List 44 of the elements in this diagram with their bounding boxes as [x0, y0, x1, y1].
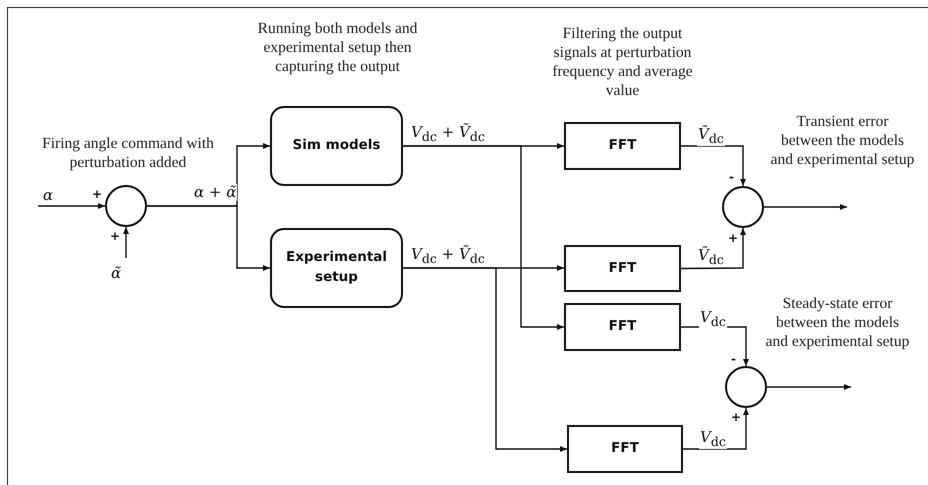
annotation-text: Transient error between the models and experimental setup	[770, 113, 915, 170]
signal-arrow	[147, 205, 270, 271]
sign-mark: +	[731, 411, 742, 423]
signal-arrow	[38, 203, 105, 209]
annotation-text: Firing angle command with perturbation added	[41, 135, 215, 173]
process-block	[270, 228, 403, 308]
block-label: FFT	[608, 136, 636, 156]
summing-junction	[725, 366, 767, 408]
process-block	[270, 106, 403, 186]
sign-mark: -	[731, 353, 736, 365]
block-label: Sim models	[292, 136, 380, 156]
block-label: FFT	[611, 439, 639, 458]
signal-arrow	[123, 227, 129, 258]
process-block	[567, 425, 683, 473]
signal-label: V$_{dc}$ + Ṽ$_{dc}$	[410, 124, 486, 144]
summing-junction	[722, 186, 764, 228]
process-block	[564, 303, 681, 351]
annotation-text: Running both models and experimental setup then capturing the output	[256, 20, 418, 77]
annotation-text: Steady-state error between the models and experimental setup	[765, 295, 910, 352]
signal-arrow	[683, 408, 749, 450]
block-label: FFT	[608, 258, 636, 278]
sign-mark: +	[728, 232, 738, 244]
signal-label: α + α̃	[193, 184, 238, 200]
signal-arrow	[681, 228, 746, 270]
signal-label: α̃	[110, 265, 122, 282]
signal-arrow	[764, 204, 847, 210]
block-label: Experimental setup	[284, 248, 388, 287]
signal-label: V$_{dc}$	[699, 309, 727, 329]
sign-mark: +	[110, 230, 120, 242]
sign-mark: -	[729, 171, 734, 183]
signal-label: Ṽ$_{dc}$	[697, 247, 725, 267]
signal-label: V$_{dc}$ + Ṽ$_{dc}$	[410, 246, 486, 266]
signal-label: Ṽ$_{dc}$	[697, 126, 725, 146]
signal-arrow	[681, 145, 746, 186]
summing-junction	[105, 185, 147, 227]
process-block	[564, 245, 681, 292]
annotation-text: Filtering the output signals at perturbation frequency and average value	[551, 25, 694, 101]
process-block	[564, 122, 681, 170]
sign-mark: +	[92, 188, 102, 200]
signal-label: V$_{dc}$	[699, 429, 727, 449]
signal-arrow	[767, 384, 851, 390]
signal-arrow	[403, 267, 567, 452]
block-label: FFT	[608, 317, 636, 336]
signal-arrow	[403, 145, 564, 330]
